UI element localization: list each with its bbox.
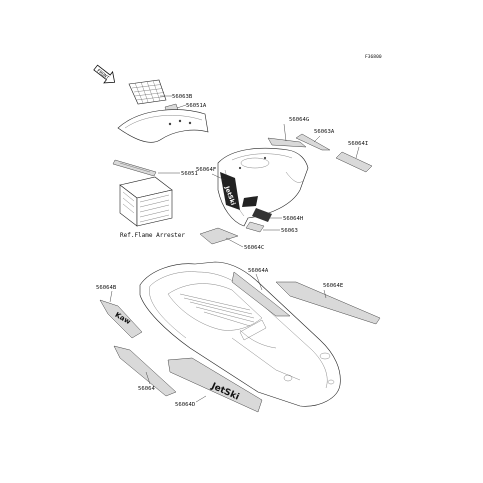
front-arrow-icon: FRONT bbox=[93, 64, 116, 84]
decal-56064E bbox=[275, 281, 381, 325]
label-56064E: 56064E bbox=[323, 283, 344, 289]
cover-part bbox=[117, 109, 209, 143]
label-56064F: 56064F bbox=[196, 167, 217, 173]
label-56051A: 56051A bbox=[186, 103, 207, 109]
figure-id: F36800 bbox=[365, 54, 382, 60]
label-56064H: 56064H bbox=[283, 216, 303, 222]
label-56063: 56063 bbox=[281, 228, 298, 234]
label-56064G: 56064G bbox=[289, 117, 310, 123]
decal-56064G bbox=[267, 137, 307, 148]
decal-56064I bbox=[335, 151, 373, 173]
label-56064C: 56064C bbox=[244, 245, 264, 251]
grid-decal-56063B bbox=[128, 79, 167, 105]
label-56064I: 56064I bbox=[348, 141, 368, 147]
decal-56064B: Kaw bbox=[99, 299, 143, 339]
label-56063A: 56063A bbox=[314, 129, 335, 135]
decal-56063 bbox=[245, 221, 265, 233]
hull-body bbox=[139, 261, 341, 407]
label-56064D: 56064D bbox=[175, 402, 196, 408]
decal-56064H bbox=[252, 208, 272, 222]
decal-56064F: JetSki bbox=[220, 172, 258, 210]
label-56064A: 56064A bbox=[248, 268, 269, 274]
ref-flame-arrester: Ref.Flame Arrester bbox=[120, 232, 185, 239]
decal-56064C bbox=[199, 227, 239, 245]
label-56064B: 56064B bbox=[96, 285, 117, 291]
decal-56051 bbox=[112, 159, 157, 177]
flame-arrester-box bbox=[119, 176, 173, 227]
label-56051: 56051 bbox=[181, 171, 198, 177]
label-56064: 56064 bbox=[138, 386, 155, 392]
decal-56064A bbox=[231, 271, 291, 317]
decal-56064 bbox=[113, 345, 177, 397]
decal-56063A bbox=[295, 133, 331, 151]
label-56063B: 56063B bbox=[172, 94, 193, 100]
